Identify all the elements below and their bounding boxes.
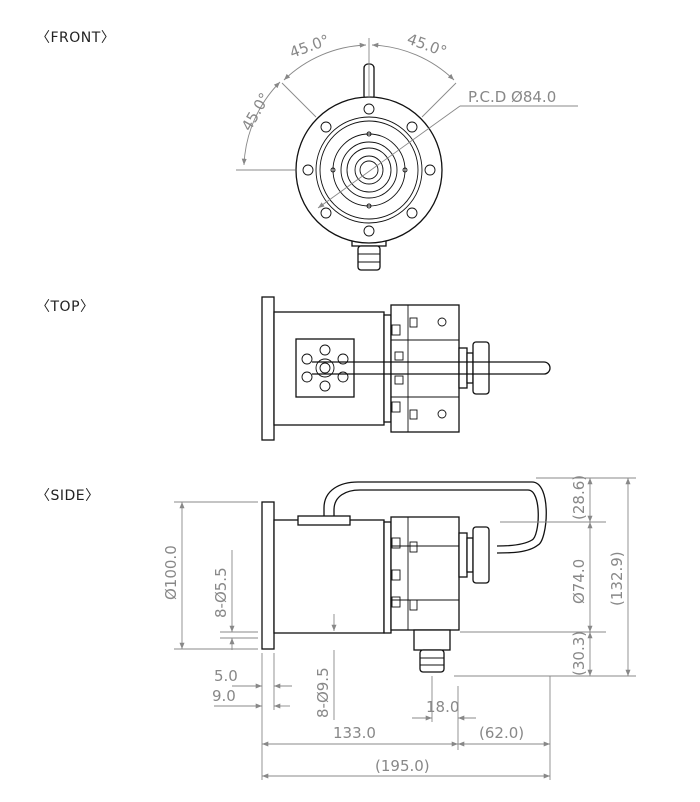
thickness-5-label: 5.0: [214, 667, 238, 685]
length-62-label: (62.0): [479, 724, 524, 742]
height-28-6-label: (28.6): [570, 475, 588, 520]
thickness-9-label: 9.0: [212, 687, 236, 705]
side-view: [174, 477, 636, 780]
diameter-74-label: Ø74.0: [570, 559, 588, 604]
angle-top-right-label: 45.0°: [405, 30, 450, 61]
angle-left-label: 45.0°: [238, 90, 274, 134]
holes-5-5-label: 8-Ø5.5: [212, 567, 230, 618]
front-view: [236, 38, 578, 271]
dim-18-label: 18.0: [426, 698, 459, 716]
angle-top-left-label: 45.0°: [287, 31, 332, 62]
front-view-label: 〈FRONT〉: [36, 30, 116, 46]
holes-9-5-label: 8-Ø9.5: [314, 667, 332, 718]
top-view-label: 〈TOP〉: [36, 299, 95, 315]
height-30-3-label: (30.3): [570, 631, 588, 676]
length-195-label: (195.0): [375, 757, 430, 775]
pcd-label: P.C.D Ø84.0: [468, 88, 556, 106]
height-132-9-label: (132.9): [608, 551, 626, 606]
length-133-label: 133.0: [333, 724, 376, 742]
diameter-100-label: Ø100.0: [162, 545, 180, 600]
side-view-label: 〈SIDE〉: [36, 488, 100, 504]
top-view: [261, 296, 551, 441]
